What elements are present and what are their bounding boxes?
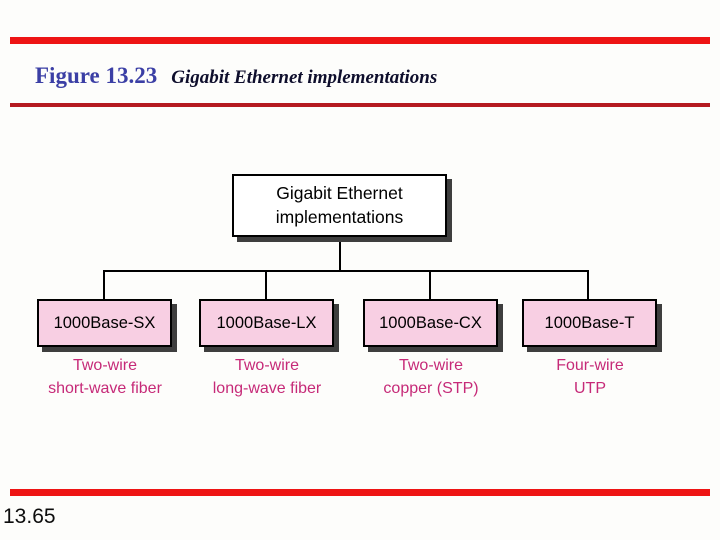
figure-number-label: Figure 13.23: [35, 63, 158, 88]
tree-root-label-line1: Gigabit Ethernet: [276, 183, 403, 204]
description-line2: long-wave fiber: [212, 380, 322, 397]
description-line2: copper (STP): [383, 380, 479, 397]
tree-root-node: Gigabit Ethernet implementations: [232, 174, 447, 237]
description-line1: Two-wire: [234, 357, 299, 374]
connector-branch-3: [429, 270, 431, 299]
figure-caption: Gigabit Ethernet implementations: [171, 67, 438, 88]
connector-horizontal: [103, 270, 589, 272]
tree-node-label: 1000Base-CX: [379, 313, 482, 332]
tree-node-1000base-sx: 1000Base-SX: [37, 299, 172, 347]
node-description-1000base-t: Four-wire UTP: [500, 354, 680, 400]
connector-branch-2: [265, 270, 267, 299]
tree-node-1000base-lx: 1000Base-LX: [199, 299, 334, 347]
title-underline-rule: [10, 103, 710, 107]
tree-node-label: 1000Base-SX: [53, 313, 156, 332]
tree-node-1000base-t: 1000Base-T: [522, 299, 657, 347]
description-line2: short-wave fiber: [48, 380, 162, 397]
tree-node-label: 1000Base-T: [544, 313, 635, 332]
description-line1: Two-wire: [72, 357, 137, 374]
description-line1: Four-wire: [556, 357, 624, 374]
tree-node-1000base-cx: 1000Base-CX: [363, 299, 498, 347]
slide-page-number: 13.65: [3, 505, 56, 528]
figure-title: Figure 13.23 Gigabit Ethernet implementa…: [35, 63, 437, 89]
top-red-bar: [10, 37, 710, 44]
tree-node-label: 1000Base-LX: [216, 313, 317, 332]
tree-root-label-line2: implementations: [275, 206, 404, 227]
description-line2: UTP: [574, 380, 606, 397]
connector-branch-4: [587, 270, 589, 299]
node-description-1000base-lx: Two-wire long-wave fiber: [177, 354, 357, 400]
tree-root-label: Gigabit Ethernet implementations: [276, 182, 403, 228]
description-line1: Two-wire: [398, 357, 463, 374]
connector-branch-1: [103, 270, 105, 299]
bottom-red-bar: [10, 489, 710, 496]
node-description-1000base-sx: Two-wire short-wave fiber: [15, 354, 195, 400]
node-description-1000base-cx: Two-wire copper (STP): [341, 354, 521, 400]
connector-root-stem: [339, 237, 341, 270]
